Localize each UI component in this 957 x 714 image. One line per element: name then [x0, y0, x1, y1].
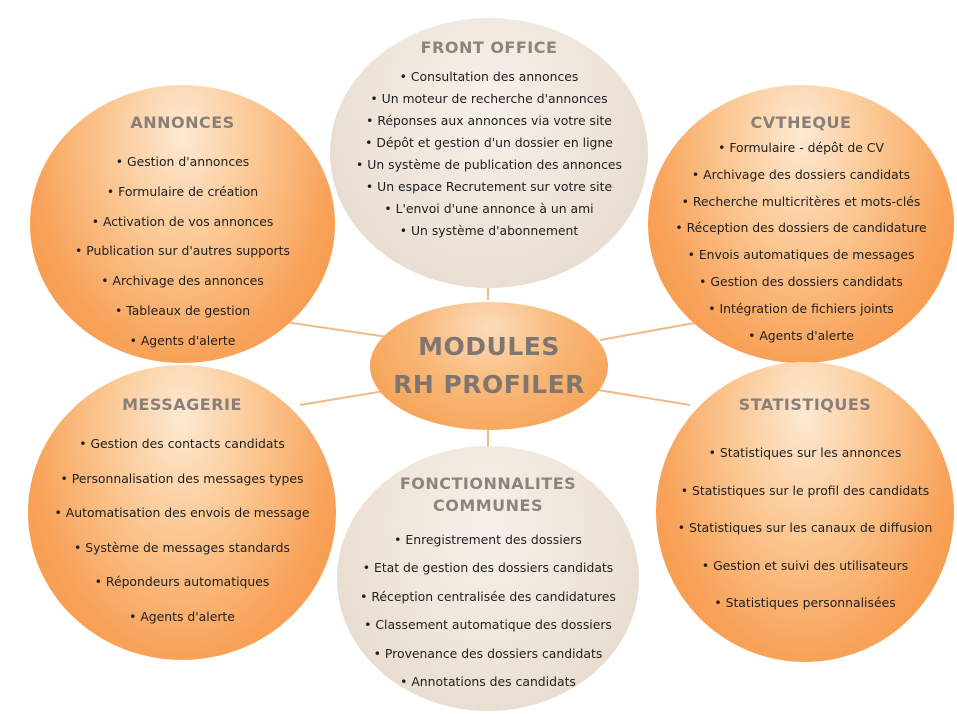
list-item: Intégration de fichiers joints [648, 296, 954, 323]
front-office-list: Consultation des annonces Un moteur de r… [330, 66, 648, 242]
list-item: Gestion des contacts candidats [28, 427, 336, 462]
annonces-list: Gestion d'annonces Formulaire de créatio… [30, 147, 335, 356]
fonctionnalites-title-line1: FONCTIONNALITES [399, 474, 577, 493]
list-item: Agents d'alerte [28, 600, 336, 635]
list-item: Un moteur de recherche d'annonces [330, 88, 648, 110]
center-bubble: MODULES RH PROFILER [370, 302, 608, 430]
center-title-line1: MODULES [418, 332, 560, 361]
list-item: Automatisation des envois de message [28, 496, 336, 531]
fonctionnalites-title-line2: COMMUNES [432, 496, 544, 515]
annonces-title: ANNONCES [130, 113, 235, 132]
list-item: Système de messages standards [28, 531, 336, 566]
connector-statistiques [597, 389, 691, 406]
list-item: Tableaux de gestion [30, 296, 335, 326]
list-item: Personnalisation des messages types [28, 462, 336, 497]
list-item: Formulaire - dépôt de CV [648, 135, 954, 162]
list-item: Gestion et suivi des utilisateurs [656, 547, 954, 585]
fonctionnalites-bubble: FONCTIONNALITES COMMUNES Enregistrement … [337, 446, 639, 711]
list-item: Etat de gestion des dossiers candidats [337, 554, 639, 582]
list-item: Réponses aux annonces via votre site [330, 110, 648, 132]
list-item: Réception centralisée des candidatures [337, 583, 639, 611]
list-item: Statistiques sur les annonces [656, 434, 954, 472]
list-item: Envois automatiques de messages [648, 242, 954, 269]
list-item: Statistiques sur les canaux de diffusion [656, 509, 954, 547]
list-item: Archivage des annonces [30, 266, 335, 296]
list-item: Enregistrement des dossiers [337, 526, 639, 554]
list-item: Publication sur d'autres supports [30, 236, 335, 266]
list-item: Un espace Recrutement sur votre site [330, 176, 648, 198]
list-item: Statistiques sur le profil des candidats [656, 472, 954, 510]
cvtheque-list: Formulaire - dépôt de CV Archivage des d… [648, 135, 954, 349]
front-office-bubble: FRONT OFFICE Consultation des annonces U… [330, 18, 648, 288]
statistiques-list: Statistiques sur les annonces Statistiqu… [656, 434, 954, 622]
list-item: Réception des dossiers de candidature [648, 215, 954, 242]
statistiques-title: STATISTIQUES [738, 395, 872, 414]
cvtheque-title: CVTHEQUE [750, 113, 852, 132]
list-item: Activation de vos annonces [30, 207, 335, 237]
messagerie-list: Gestion des contacts candidats Personnal… [28, 427, 336, 635]
list-item: Classement automatique des dossiers [337, 611, 639, 639]
messagerie-title: MESSAGERIE [122, 395, 242, 414]
center-title-line2: RH PROFILER [393, 370, 585, 399]
list-item: Formulaire de création [30, 177, 335, 207]
list-item: L'envoi d'une annonce à un ami [330, 198, 648, 220]
cvtheque-bubble: CVTHEQUE Formulaire - dépôt de CV Archiv… [648, 85, 954, 363]
annonces-bubble: ANNONCES Gestion d'annonces Formulaire d… [30, 85, 335, 363]
list-item: Consultation des annonces [330, 66, 648, 88]
list-item: Provenance des dossiers candidats [337, 640, 639, 668]
front-office-title: FRONT OFFICE [420, 38, 558, 57]
list-item: Archivage des dossiers candidats [648, 162, 954, 189]
connector-messagerie [299, 389, 391, 406]
list-item: Gestion d'annonces [30, 147, 335, 177]
list-item: Un système d'abonnement [330, 220, 648, 242]
fonctionnalites-list: Enregistrement des dossiers Etat de gest… [337, 526, 639, 696]
list-item: Gestion des dossiers candidats [648, 269, 954, 296]
list-item: Un système de publication des annonces [330, 154, 648, 176]
list-item: Annotations des candidats [337, 668, 639, 696]
messagerie-bubble: MESSAGERIE Gestion des contacts candidat… [28, 365, 336, 660]
list-item: Recherche multicritères et mots-clés [648, 189, 954, 216]
list-item: Agents d'alerte [648, 323, 954, 350]
list-item: Statistiques personnalisées [656, 584, 954, 622]
list-item: Répondeurs automatiques [28, 565, 336, 600]
list-item: Agents d'alerte [30, 326, 335, 356]
statistiques-bubble: STATISTIQUES Statistiques sur les annonc… [656, 362, 954, 662]
list-item: Dépôt et gestion d'un dossier en ligne [330, 132, 648, 154]
